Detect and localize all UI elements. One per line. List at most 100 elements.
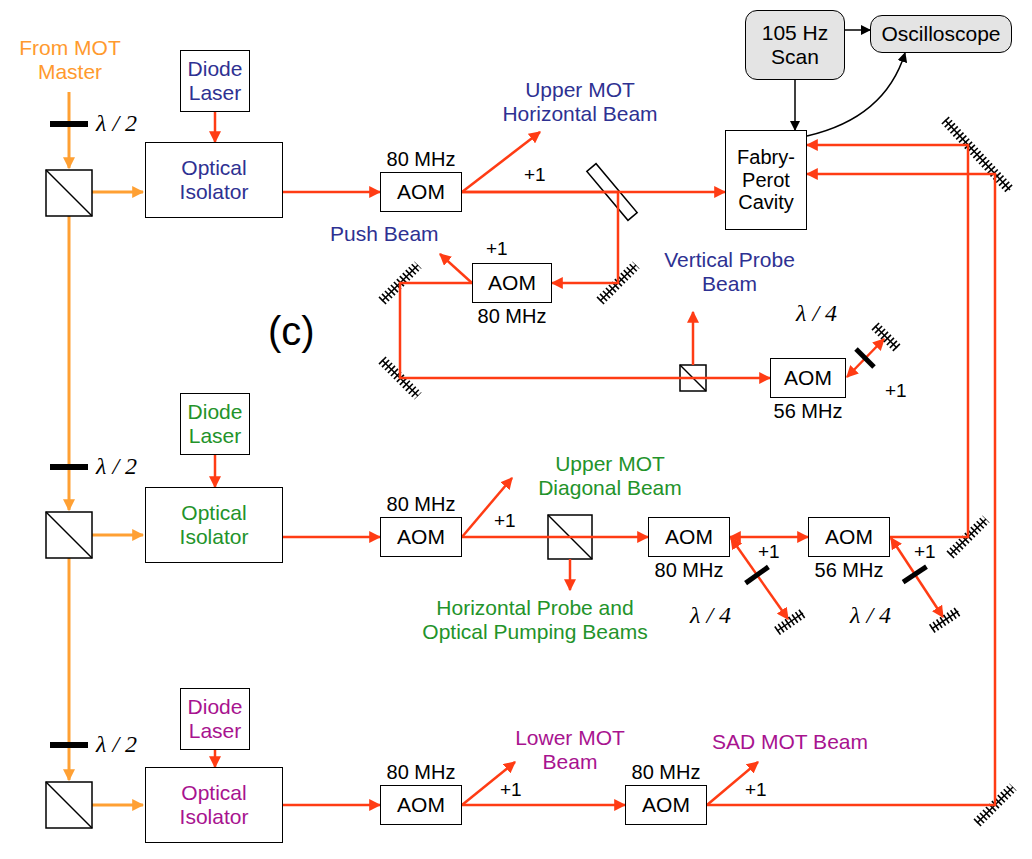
diffracted-beams [440,132,943,805]
beam-ray [569,559,572,590]
waveplate-label: λ / 4 [850,602,891,630]
frequency-label: 80 MHz [655,559,724,581]
master-beam [92,804,143,807]
box-text: Optical Isolator [150,501,278,548]
beam-splitter-cubes [46,164,706,828]
beam-label: SAD MOT Beam [712,730,868,754]
box-text: AOM [784,366,832,390]
beam-ray [891,538,943,617]
box-text: AOM [825,525,873,549]
aom-box: AOM80 MHz [380,517,462,557]
quarter-wave-plate [746,567,769,583]
aom-box: AOM80 MHz [380,785,462,825]
half-wave-plate [50,464,88,470]
quarter-wave-plate [903,567,926,582]
box-text: AOM [642,793,690,817]
box-text: Diode Laser [185,57,245,104]
beam-label: Vertical Probe Beam [662,248,797,296]
order-label: +1 [494,512,516,530]
frequency-label: 56 MHz [815,559,884,581]
mirrors [382,120,1013,823]
master-beam [92,534,143,537]
box-text: 105 Hz Scan [750,21,840,68]
laser-beam [283,804,380,807]
beam-ray [731,538,788,619]
order-label: +1 [745,781,767,799]
half-wave-plate [50,742,88,748]
laser-beam [462,536,648,539]
cube-diagonal [46,512,92,558]
source-label: From MOT Master [15,36,125,84]
frequency-label: 80 MHz [387,761,456,783]
order-label: +1 [885,382,907,400]
laser-beam [283,191,380,194]
box-text: AOM [397,180,445,204]
order-label: +1 [758,543,780,561]
frequency-label: 80 MHz [387,148,456,170]
laser-beam [400,283,770,378]
beam-ray [440,254,472,283]
box-text: AOM [397,525,445,549]
fabry-perot-box: Fabry-Perot Cavity [725,130,807,230]
mirror-hatch [945,120,1010,190]
box-text: AOM [665,525,713,549]
laser-beam [730,536,808,539]
laser-beam [214,112,217,142]
beam-splitter-cube [46,512,92,558]
waveplate-label: λ / 4 [690,602,731,630]
beam-ray [847,339,884,377]
frequency-label: 80 MHz [387,493,456,515]
mirror-hatch [875,326,897,348]
beam-splitter-cube [46,782,92,828]
oscilloscope-box: Oscilloscope [870,15,1012,53]
quarter-wave-plates [746,349,927,583]
signal-arrow [794,80,796,130]
diode-laser-box: Diode Laser [180,393,250,455]
cube-diagonal [46,170,92,216]
frequency-label: 56 MHz [774,400,843,422]
waveplate-label: λ / 4 [796,300,837,328]
waveplate-label: λ / 2 [96,453,137,481]
panel-label: (c) [268,308,315,354]
box-text: Diode Laser [185,400,245,447]
diode-laser-box: Diode Laser [180,50,250,112]
laser-beam [283,536,380,539]
mirror [875,326,897,348]
beam-label: Upper MOT Diagonal Beam [525,452,695,500]
box-text: Fabry-Perot Cavity [730,146,802,213]
beam-label: Push Beam [330,222,439,246]
master-beam [68,92,71,168]
beam-label: Horizontal Probe and Optical Pumping Bea… [405,596,665,644]
half-wave-plates [50,124,88,745]
box-text: Optical Isolator [150,156,278,203]
order-label: +1 [524,166,546,184]
beam-ray [692,312,695,365]
aom-box: AOM80 MHz [380,172,462,212]
frequency-label: 80 MHz [632,761,701,783]
box-text: AOM [488,271,536,295]
mirror-hatch [932,611,959,629]
quarter-wave-plate [856,349,874,367]
connectors [215,30,995,805]
signal-arrow [845,29,870,31]
cube-diagonal [46,782,92,828]
frequency-label: 80 MHz [478,305,547,327]
mirror [945,120,1010,190]
order-label: +1 [914,543,936,561]
aom-box: AOM80 MHz [625,785,707,825]
laser-beam [214,750,217,767]
laser-beam [462,804,625,807]
beam-label: Upper MOT Horizontal Beam [490,78,670,126]
aom-box: AOM80 MHz [472,263,552,303]
optical-isolator-box: Optical Isolator [145,142,283,218]
aom-box: AOM80 MHz [648,517,730,557]
waveplate-label: λ / 2 [96,110,137,138]
box-text: Optical Isolator [150,781,278,828]
diode-laser-box: Diode Laser [180,688,250,750]
order-label: +1 [500,781,522,799]
laser-beam [807,145,968,537]
master-beam [92,191,143,194]
aom-box: AOM56 MHz [770,358,846,398]
box-text: AOM [397,793,445,817]
